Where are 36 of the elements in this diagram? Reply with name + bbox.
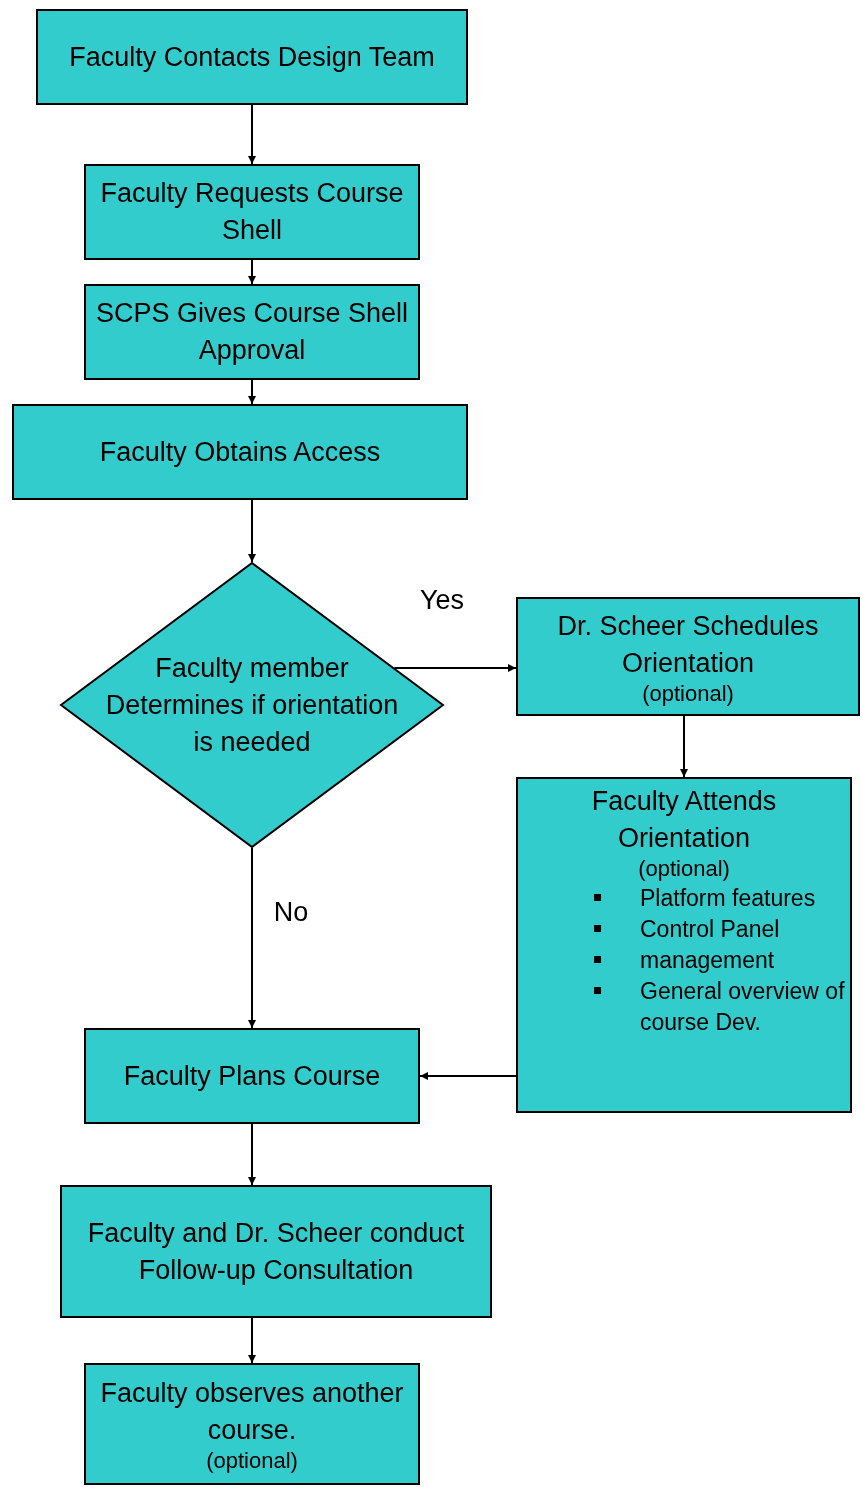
node-title: Dr. Scheer Schedules Orientation: [556, 609, 820, 680]
arrow: [248, 1123, 256, 1186]
arrow: [248, 847, 256, 1029]
node-title: Faculty Attends Orientation: [590, 785, 778, 855]
arrow: [393, 664, 517, 672]
node-title: Faculty observes another course.: [99, 1377, 405, 1447]
process-box: [84, 1028, 420, 1124]
bullet-item: General overview of course Dev.: [640, 978, 845, 1035]
optional-note: (optional): [638, 857, 730, 881]
optional-note: (optional): [642, 681, 734, 706]
node-title: Faculty Contacts Design Team: [69, 40, 435, 74]
arrow: [248, 259, 256, 285]
process-box: [84, 164, 420, 260]
arrow: [680, 715, 688, 778]
node-title: SCPS Gives Course Shell Approval: [94, 297, 410, 367]
process-box: [84, 1363, 420, 1485]
arrow: [419, 1072, 517, 1080]
process-box: [60, 1185, 492, 1318]
node-title: Faculty and Dr. Scheer conduct Follow-up Consultation: [86, 1216, 466, 1287]
bullet-item: Platform features: [640, 885, 816, 911]
process-box: [12, 404, 468, 500]
arrow: [248, 104, 256, 165]
node-title: Faculty Plans Course: [123, 1059, 381, 1093]
node-title: Faculty member Determines if orientation is needed: [104, 651, 400, 759]
arrow: [248, 379, 256, 405]
arrow: [248, 499, 256, 563]
process-box: [516, 597, 860, 716]
process-box: [36, 9, 468, 105]
process-box: [84, 284, 420, 380]
bullet-item: management: [640, 947, 775, 973]
arrow: [248, 1317, 256, 1364]
process-box: [516, 777, 852, 1113]
node-title: Faculty Obtains Access: [99, 435, 381, 469]
node-title: Faculty Requests Course Shell: [99, 177, 405, 247]
optional-note: (optional): [206, 1449, 298, 1473]
bullet-item: Control Panel: [640, 916, 780, 942]
